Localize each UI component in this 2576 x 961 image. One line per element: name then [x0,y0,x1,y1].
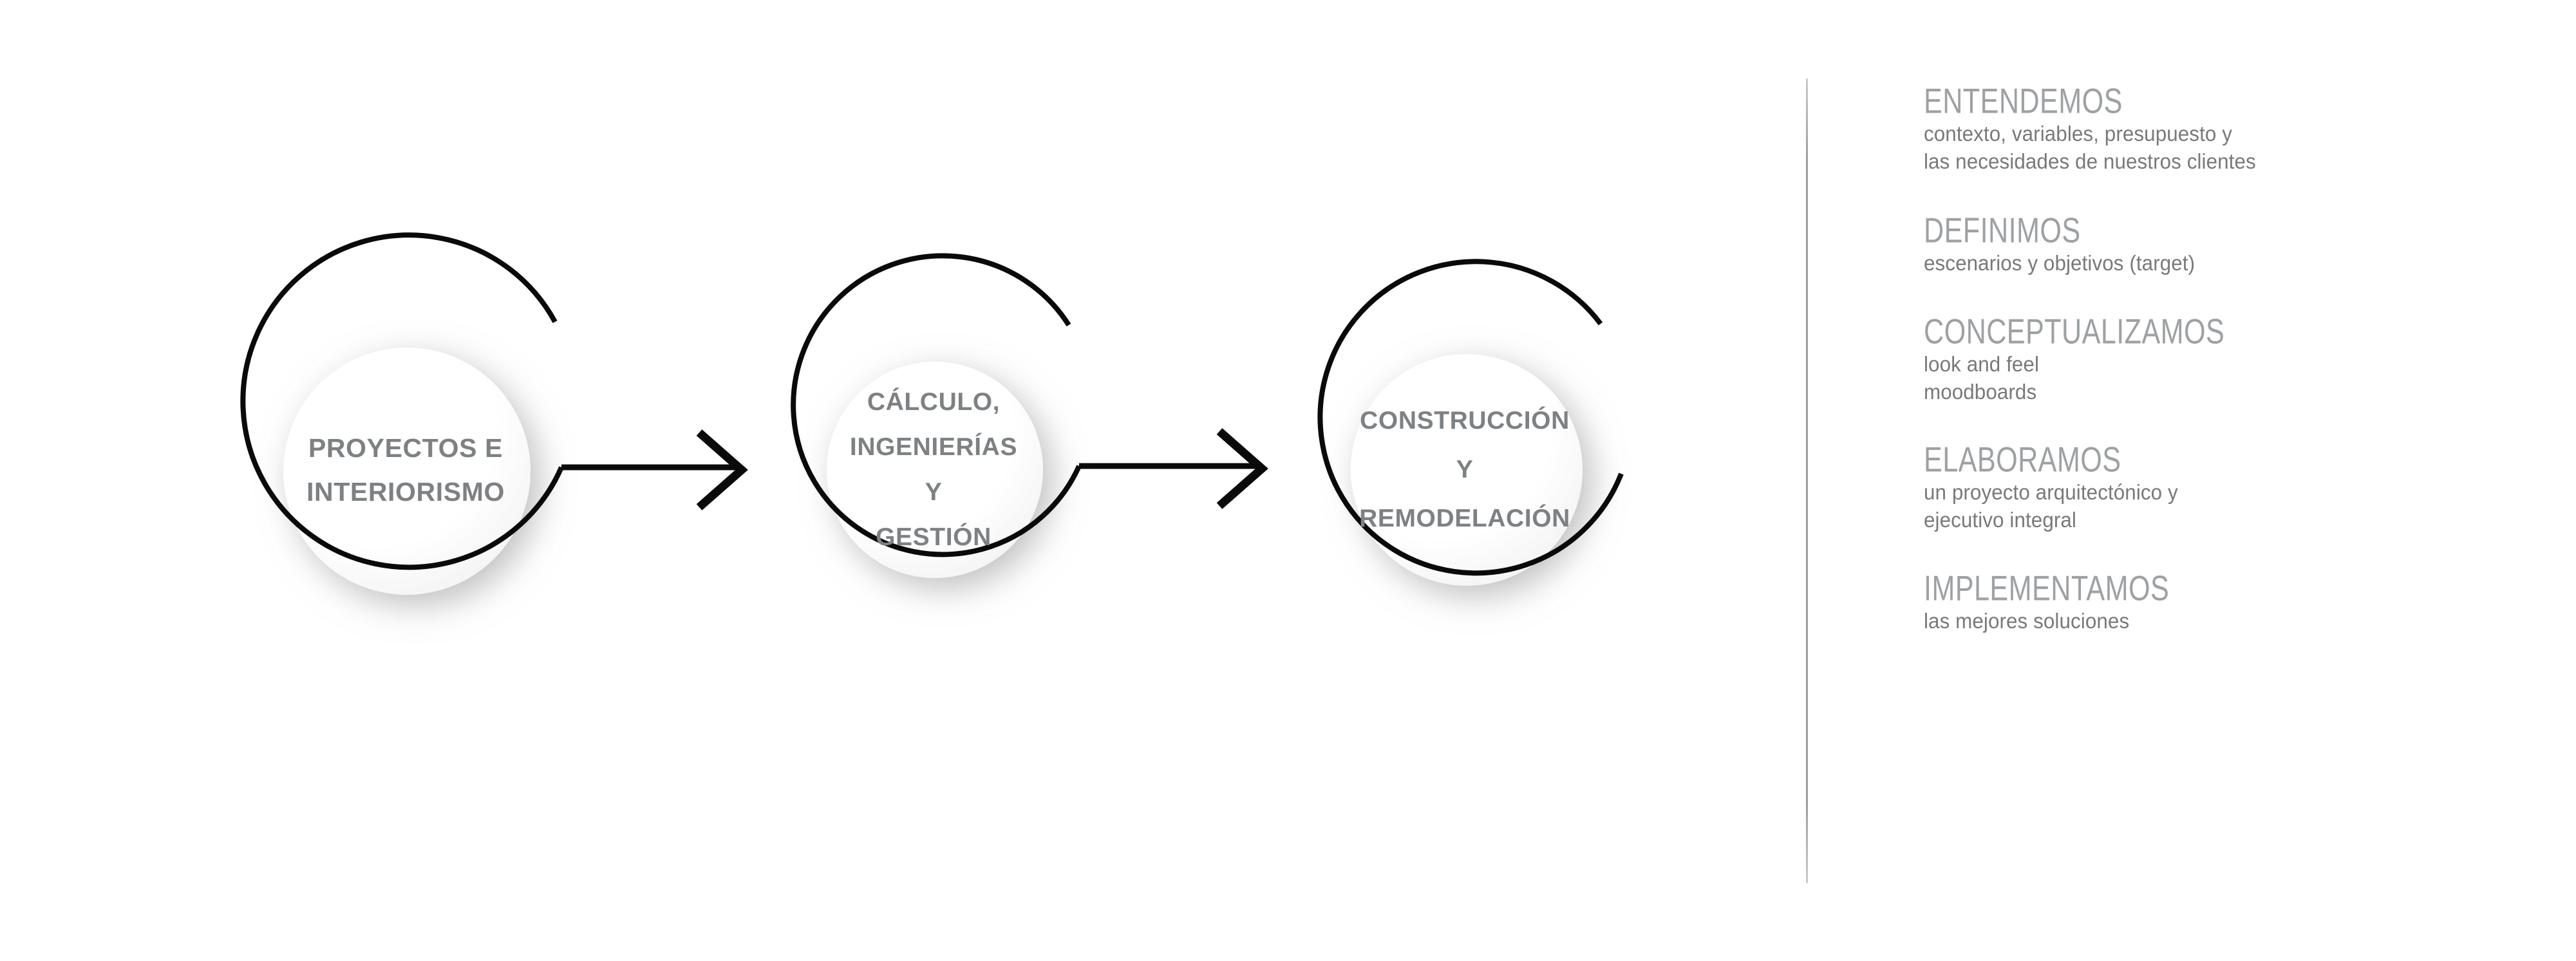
step-heading-elaboramos: ELABORAMOS [1924,440,2121,480]
process-node-3 [1317,259,1624,586]
step-item-entendemos: ENTENDEMOS contexto, variables, presupue… [1924,82,2542,175]
process-diagram-graphics [240,232,1624,595]
step-body-implementamos: las mejores soluciones [1924,607,2511,635]
step-body-line: las mejores soluciones [1924,609,2130,633]
step-body-conceptualizamos: look and feel moodboards [1924,350,2511,406]
step-body-line: un proyecto arquitectónico y [1924,480,2178,504]
step-item-definimos: DEFINIMOS escenarios y objetivos (target… [1924,210,2542,277]
node-1-ring-arc [240,232,564,570]
vertical-divider [1806,79,1808,883]
step-body-entendemos: contexto, variables, presupuesto y las n… [1924,120,2511,175]
node-3-disc [1351,354,1583,586]
node-2-ring-arc [791,253,1082,557]
arrow-2-to-3 [1079,428,1268,509]
step-body-elaboramos: un proyecto arquitectónico y ejecutivo i… [1924,478,2511,534]
step-item-implementamos: IMPLEMENTAMOS las mejores soluciones [1924,568,2542,635]
step-body-line: contexto, variables, presupuesto y [1924,122,2232,145]
step-body-line: escenarios y objetivos (target) [1924,251,2195,275]
step-heading-conceptualizamos: CONCEPTUALIZAMOS [1924,312,2225,351]
step-heading-entendemos: ENTENDEMOS [1924,81,2123,121]
process-node-1 [240,232,564,595]
arrow-1-to-2 [561,429,748,510]
step-heading-implementamos: IMPLEMENTAMOS [1924,568,2170,608]
step-item-conceptualizamos: CONCEPTUALIZAMOS look and feel moodboard… [1924,312,2542,406]
process-node-2 [791,253,1082,578]
step-item-elaboramos: ELABORAMOS un proyecto arquitectónico y … [1924,440,2542,534]
step-body-line: las necesidades de nuestros clientes [1924,149,2256,173]
steps-list: ENTENDEMOS contexto, variables, presupue… [1924,82,2542,635]
step-body-definimos: escenarios y objetivos (target) [1924,249,2511,277]
step-body-line: moodboards [1924,380,2037,404]
arrow-2-head [1216,428,1268,509]
arrow-1-head [696,429,748,510]
process-diagram: PROYECTOS E INTERIORISMO CÁLCULO, INGENI… [240,232,1624,595]
step-body-line: look and feel [1924,352,2040,376]
step-body-line: ejecutivo integral [1924,508,2076,532]
node-1-disc [283,348,531,595]
node-2-disc [827,362,1043,578]
node-3-ring-arc [1317,259,1624,576]
step-heading-definimos: DEFINIMOS [1924,210,2081,250]
